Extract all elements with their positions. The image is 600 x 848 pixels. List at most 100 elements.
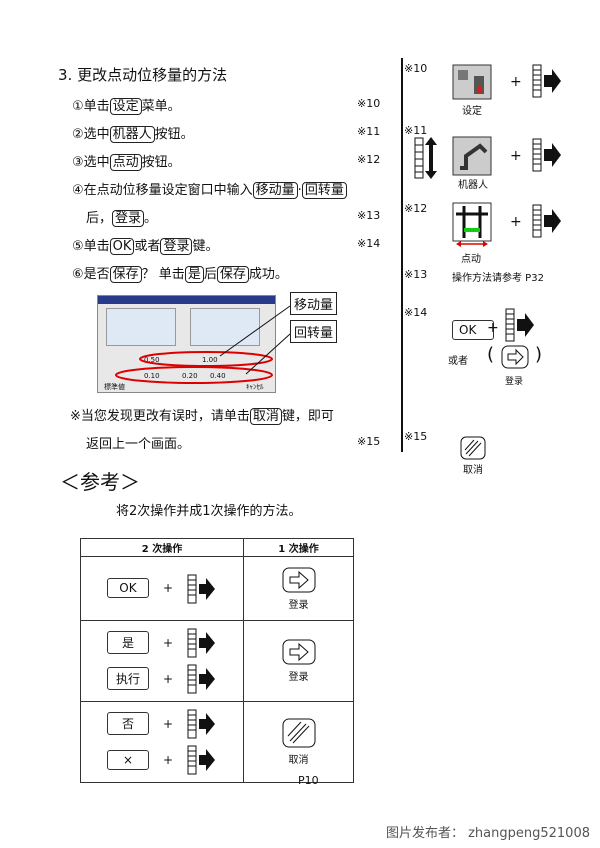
plus-sign: + xyxy=(510,214,522,230)
ref-mark: ※15 xyxy=(357,435,381,448)
step-text: 按钮。 xyxy=(141,155,181,170)
key-label: 机器人 xyxy=(109,126,155,143)
plus-sign: + xyxy=(162,716,174,731)
ref-mark: ※12 xyxy=(357,153,381,166)
step-text: ③选中 xyxy=(72,155,110,170)
value-cell: 0.40 xyxy=(210,372,226,380)
cancel-button: ｷｬﾝｾﾙ xyxy=(246,383,264,391)
execute-key: 执行 xyxy=(106,666,149,690)
settings-icon xyxy=(452,64,492,100)
plus-sign: + xyxy=(487,320,499,336)
step-text: 或者 xyxy=(134,239,161,254)
jog-icon xyxy=(452,202,492,242)
key-label: 移动量 xyxy=(252,182,298,199)
value-cell: 0.10 xyxy=(144,372,160,380)
column-divider xyxy=(401,58,403,452)
paren-open: ( xyxy=(487,344,495,365)
one-step-cell: 登录 xyxy=(243,620,354,702)
key-label: 保存 xyxy=(216,266,249,283)
key-label: 保存 xyxy=(109,266,142,283)
key-label: 是 xyxy=(184,266,204,283)
table-row: OK+ 登录 xyxy=(80,556,354,621)
table-row: 是+ 执行+ 登录 xyxy=(80,620,354,702)
ref-mark: ※10 xyxy=(404,62,428,75)
ref-mark: ※14 xyxy=(357,237,381,250)
step-3: ③选中点动按钮。 xyxy=(72,151,181,171)
note-text: 键，即可 xyxy=(281,409,334,424)
page-number: P10 xyxy=(298,774,319,787)
value-cell: 0.20 xyxy=(182,372,198,380)
icon-label: 点动 xyxy=(461,254,481,265)
plus-sign: + xyxy=(162,671,174,686)
note-line-1: ※当您发现更改有误时，请单击取消键，即可 xyxy=(70,405,334,425)
ref-mark: ※13 xyxy=(404,268,428,281)
key-label: OK xyxy=(109,238,135,255)
note-text: ※当您发现更改有误时，请单击 xyxy=(70,409,250,424)
value-cell: 1.00 xyxy=(202,356,218,364)
callout-move: 移动量 xyxy=(290,292,338,315)
step-4: ④在点动位移量设定窗口中输入移动量·回转量 xyxy=(72,179,347,199)
scroll-dial-arrow-icon xyxy=(532,138,561,172)
step-text: 菜单。 xyxy=(141,99,181,114)
scroll-dial-arrow-icon xyxy=(187,664,216,694)
ref-mark: ※10 xyxy=(357,97,381,110)
one-step-cell: 取消 xyxy=(243,701,354,783)
step-text: ④在点动位移量设定窗口中输入 xyxy=(72,183,253,198)
scroll-dial-arrow-icon xyxy=(505,308,534,342)
step-text: 后 xyxy=(203,267,217,282)
step-text: 成功。 xyxy=(248,267,288,282)
ref-mark: ※11 xyxy=(357,125,381,138)
step-2: ②选中机器人按钮。 xyxy=(72,123,194,143)
paren-close: ) xyxy=(535,344,543,365)
step-text: ？ 单击 xyxy=(141,267,185,282)
section-title: 3. 更改点动位移量的方法 xyxy=(58,66,228,84)
scroll-dial-arrow-icon xyxy=(532,64,561,98)
default-button: 標準値 xyxy=(104,383,125,391)
icon-label: 机器人 xyxy=(458,180,488,191)
plus-sign: + xyxy=(510,148,522,164)
enter-key-icon xyxy=(282,567,315,592)
step-text: 按钮。 xyxy=(154,127,194,142)
step-text: ⑥是否 xyxy=(72,267,110,282)
ref-mark: ※13 xyxy=(357,209,381,222)
icon-label: 取消 xyxy=(463,465,483,476)
step-4b: 后，登录。 xyxy=(86,207,157,227)
key-label: 点动 xyxy=(109,154,142,171)
step-6: ⑥是否保存？ 单击是后保存成功。 xyxy=(72,263,288,283)
ref-mark: ※11 xyxy=(404,124,428,137)
reference-desc: 将2次操作并成1次操作的方法。 xyxy=(116,504,302,519)
or-text: 或者 xyxy=(448,356,468,367)
red-double-arrow-icon xyxy=(456,241,488,247)
cancel-key-icon xyxy=(282,718,315,748)
key-label: 登录 xyxy=(112,210,145,227)
step-text: ②选中 xyxy=(72,127,110,142)
window-titlebar xyxy=(98,296,275,304)
yes-key: 是 xyxy=(106,630,149,654)
ref-mark: ※14 xyxy=(404,306,428,319)
icon-label: 设定 xyxy=(462,106,482,117)
result-label: 登录 xyxy=(288,599,309,611)
key-label: 设定 xyxy=(109,98,142,115)
scroll-dial-arrow-icon xyxy=(187,745,216,775)
jog-settings-screenshot: 0.50 1.00 0.10 0.20 0.40 標準値 ｷｬﾝｾﾙ xyxy=(97,295,276,393)
value-cell: 0.50 xyxy=(144,356,160,364)
enter-key-icon xyxy=(282,639,315,665)
scroll-dial-updown-icon xyxy=(414,137,437,179)
table-row: 否+ ×+ 取消 xyxy=(80,701,354,783)
icon-label: 登录 xyxy=(505,377,524,387)
watermark: 图片发布者： zhangpeng521008 xyxy=(385,826,590,841)
reference-heading: ＜参考＞ xyxy=(60,470,140,494)
step-text: ⑤单击 xyxy=(72,239,110,254)
plus-sign: + xyxy=(162,752,174,767)
ok-key: OK xyxy=(452,320,494,340)
no-key: 否 xyxy=(106,711,149,735)
callout-arrows xyxy=(219,305,291,375)
two-step-cell: 是+ 执行+ xyxy=(80,620,244,702)
key-label: 取消 xyxy=(249,408,282,425)
step-text: 键。 xyxy=(192,239,219,254)
robot-image xyxy=(106,308,176,346)
header-one-step: 1 次操作 xyxy=(243,538,354,557)
step-text: · xyxy=(297,183,302,198)
key-label: 登录 xyxy=(160,238,193,255)
